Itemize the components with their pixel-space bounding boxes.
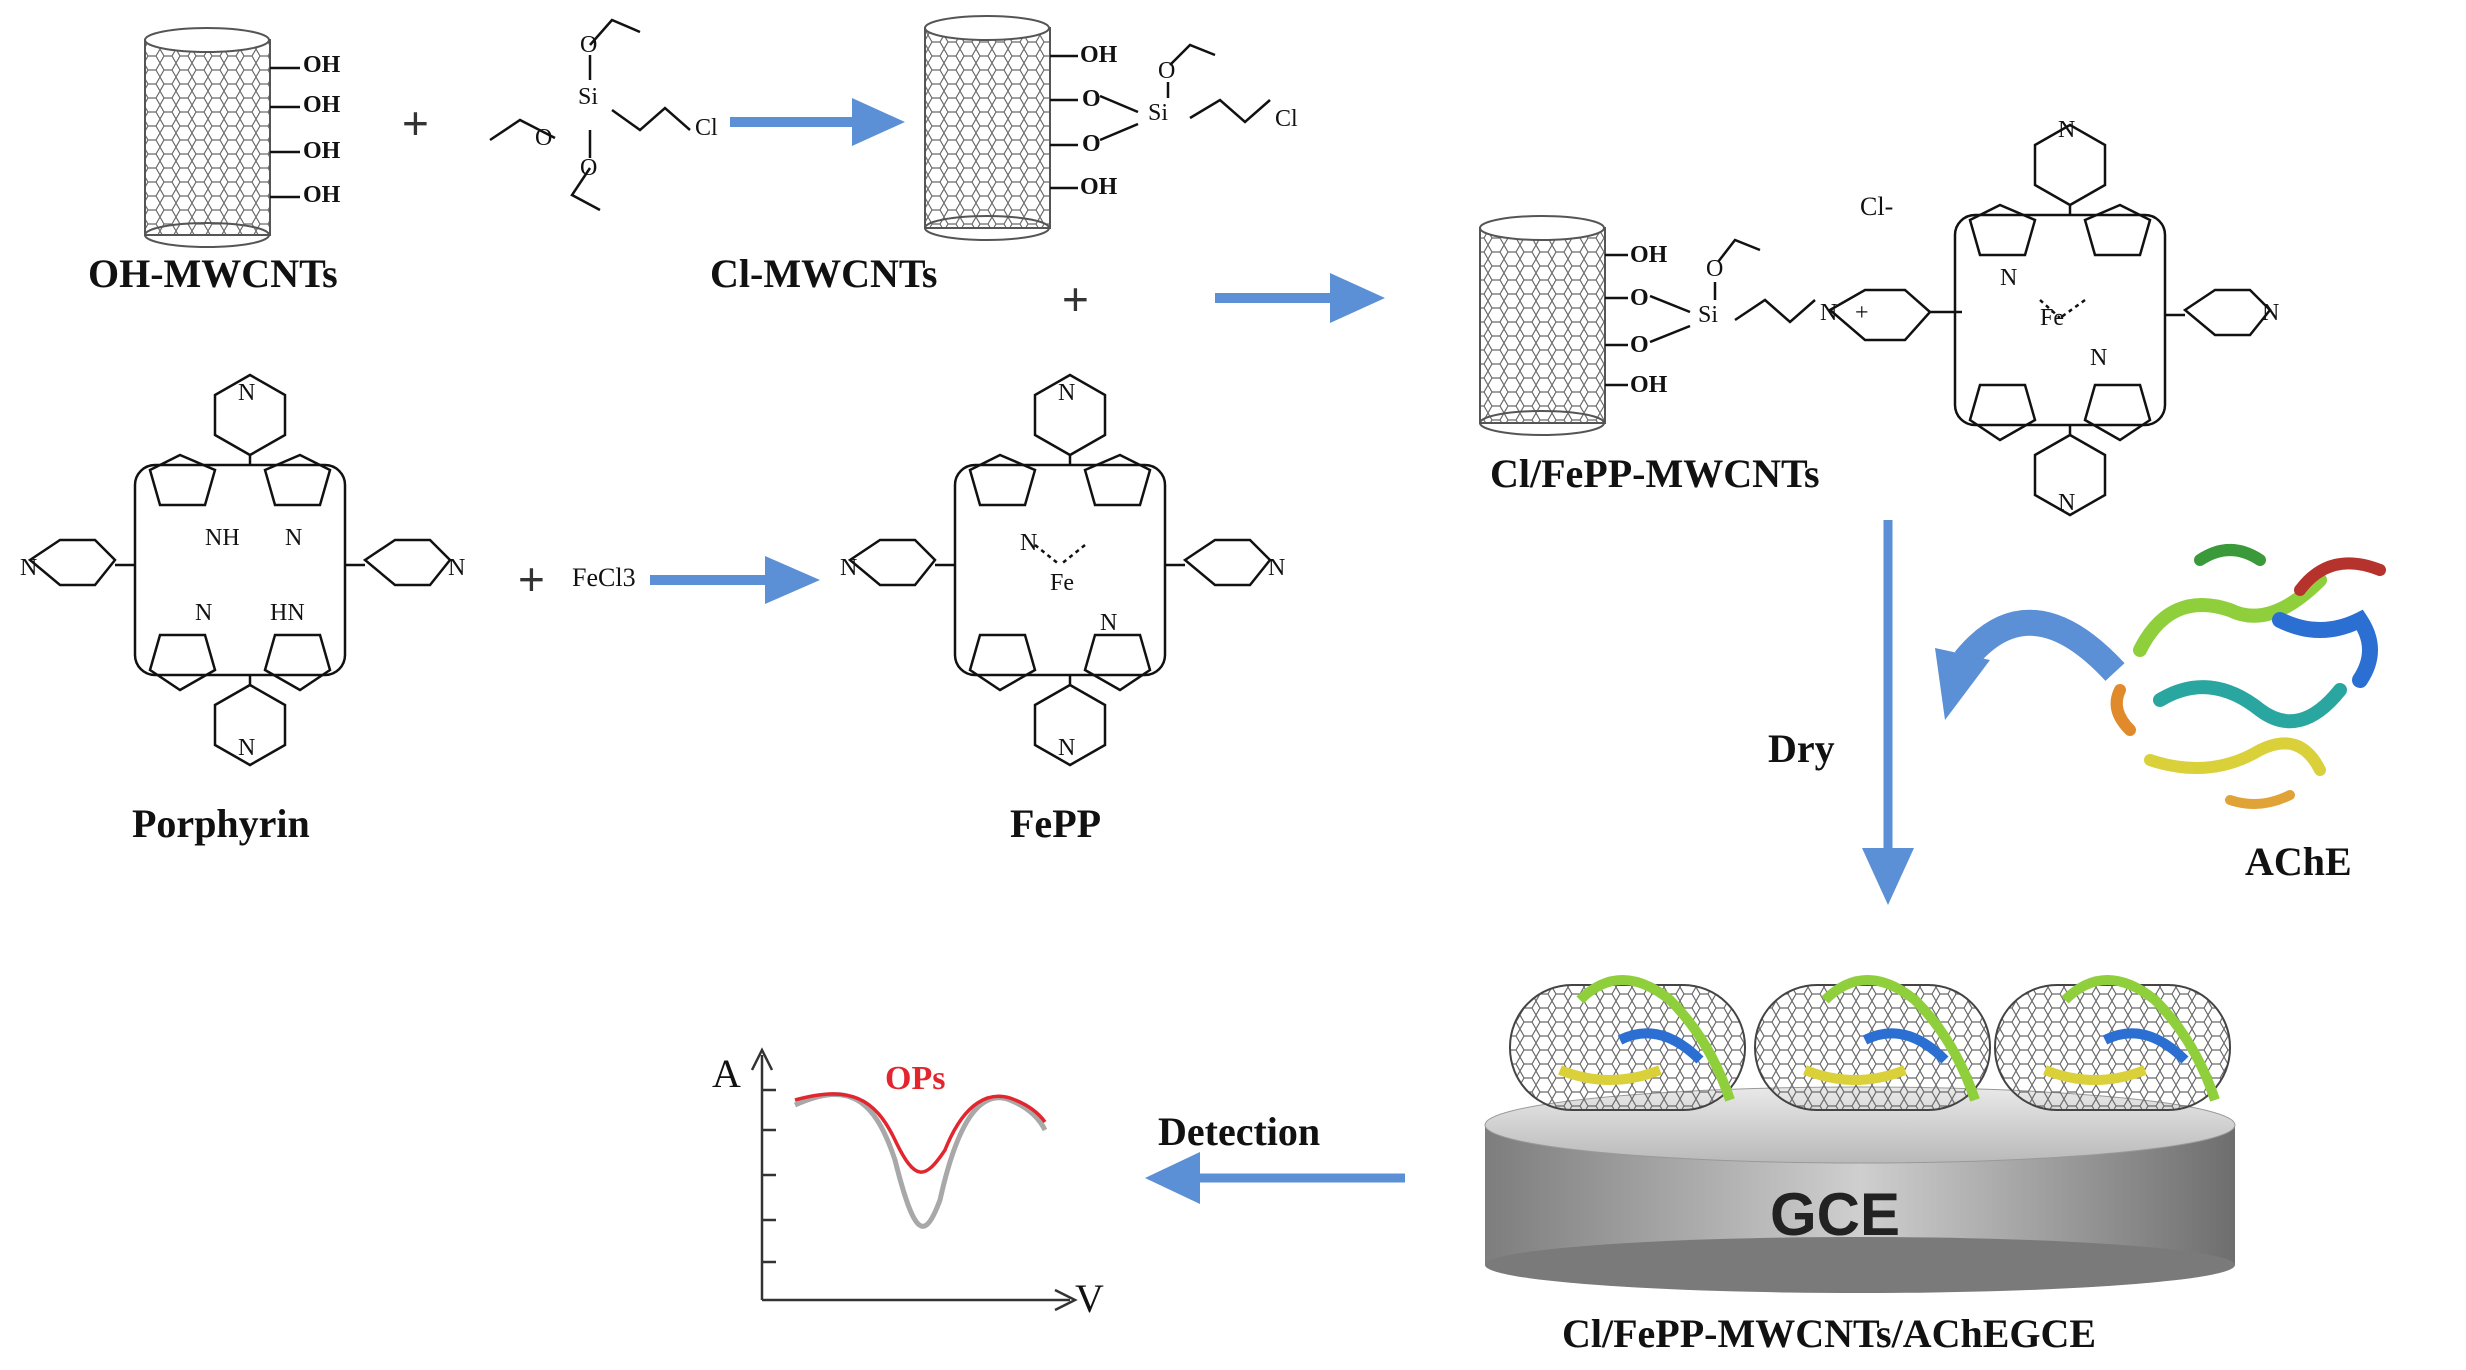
atom-fe-fepp: Fe <box>1050 570 1074 596</box>
atom-si-reagent: Si <box>578 84 599 110</box>
fepp-on-cnt-structure <box>1953 123 2272 517</box>
atom-oh-3: OH <box>303 138 341 164</box>
atom-n-por-left: N <box>20 555 38 581</box>
atom-n-pyridinium: N <box>1820 300 1838 326</box>
arrow-metalation <box>650 556 820 604</box>
ache-protein <box>2110 544 2386 809</box>
plot-series-label-ops: OPs <box>885 1060 946 1097</box>
atom-o-fepp-2: O <box>1630 332 1649 358</box>
label-cl-fepp-mwcnts: Cl/FePP-MWCNTs <box>1490 451 1820 496</box>
label-electrode: Cl/FePP-MWCNTs/AChEGCE <box>1562 1311 2097 1356</box>
atom-n-por-top: N <box>238 380 256 406</box>
atom-o-cl-2: O <box>1082 131 1101 157</box>
label-cl-mwcnts: Cl-MWCNTs <box>710 251 938 296</box>
atom-oh-cl-1: OH <box>1080 42 1118 68</box>
atom-charge-plus: + <box>1855 300 1869 326</box>
porphyrin-structure <box>27 373 452 767</box>
atom-n-cnt-bottom: N <box>2058 490 2076 516</box>
cnt-on-electrode <box>1509 975 2231 1111</box>
atom-oh-fepp-2: OH <box>1630 372 1668 398</box>
atom-si-fepp: Si <box>1698 302 1719 328</box>
atom-o-reagent-bottom: O <box>580 155 598 181</box>
oh-mwcnt-tube <box>144 27 300 248</box>
atom-cl-cl: Cl <box>1275 106 1298 132</box>
plot-x-label: V <box>1075 1276 1104 1321</box>
cl-mwcnt-tube <box>924 15 1271 241</box>
plus-sign-1: + <box>402 97 429 149</box>
label-oh-mwcnts: OH-MWCNTs <box>88 251 338 296</box>
plus-sign-3: + <box>518 553 545 605</box>
atom-n-fepp-right: N <box>1268 555 1286 581</box>
atom-n-fepp-top: N <box>1058 380 1076 406</box>
plot-series-ops <box>794 1092 1047 1174</box>
atom-n-por-bottom: N <box>238 735 256 761</box>
arrow-detection <box>1145 1152 1405 1204</box>
atom-o-reagent-top: O <box>580 32 598 58</box>
atom-cl-reagent: Cl <box>695 115 718 141</box>
plot-y-label: A <box>712 1051 741 1096</box>
atom-oh-1: OH <box>303 52 341 78</box>
atom-o-cl-top: O <box>1158 58 1176 84</box>
label-dry: Dry <box>1768 726 1835 771</box>
atom-n-cnt-right: N <box>2262 300 2280 326</box>
atom-si-cl: Si <box>1148 100 1169 126</box>
cl-fepp-mwcnt-tube <box>1479 215 1962 436</box>
atom-n-por-core-2: N <box>285 525 303 551</box>
atom-oh-2: OH <box>303 92 341 118</box>
atom-o-fepp-top: O <box>1706 256 1724 282</box>
arrow-coupling <box>1215 273 1385 323</box>
atom-n-fepp-core-1: N <box>1020 530 1038 556</box>
atom-n-fepp-core-2: N <box>1100 610 1118 636</box>
plot-axes <box>750 1047 1078 1312</box>
atom-o-reagent-left: O <box>535 125 553 151</box>
arrow-enzyme-loading <box>1935 609 2125 720</box>
silane-reagent <box>489 18 691 212</box>
atom-n-cnt-core-2: N <box>2090 345 2108 371</box>
atom-o-fepp-1: O <box>1630 285 1649 311</box>
label-ache: AChE <box>2245 839 2352 884</box>
atom-oh-fepp-1: OH <box>1630 242 1668 268</box>
atom-o-cl-1: O <box>1082 86 1101 112</box>
plus-sign-2: + <box>1062 273 1089 325</box>
label-chloride: Cl- <box>1860 192 1894 221</box>
atom-oh-cl-2: OH <box>1080 174 1118 200</box>
arrow-dry <box>1862 520 1914 905</box>
atom-n-fepp-bottom: N <box>1058 735 1076 761</box>
atom-hn-por: HN <box>270 600 305 626</box>
atom-oh-4: OH <box>303 182 341 208</box>
fepp-structure <box>847 373 1272 767</box>
atom-n-cnt-core-1: N <box>2000 265 2018 291</box>
label-detection: Detection <box>1158 1109 1321 1154</box>
atom-n-por-core-1: N <box>195 600 213 626</box>
arrow-silanization <box>730 98 905 146</box>
detection-plot <box>750 1047 1078 1312</box>
atom-n-fepp-left: N <box>840 555 858 581</box>
label-gce: GCE <box>1770 1181 1901 1248</box>
atom-n-cnt-top: N <box>2058 117 2076 143</box>
atom-nh-por: NH <box>205 525 240 551</box>
label-fepp: FePP <box>1010 801 1102 846</box>
atom-n-por-right: N <box>448 555 466 581</box>
label-porphyrin: Porphyrin <box>132 801 310 846</box>
label-fecl3: FeCl3 <box>572 563 636 592</box>
plot-series-control <box>793 1092 1048 1229</box>
atom-fe-cnt: Fe <box>2040 305 2064 331</box>
